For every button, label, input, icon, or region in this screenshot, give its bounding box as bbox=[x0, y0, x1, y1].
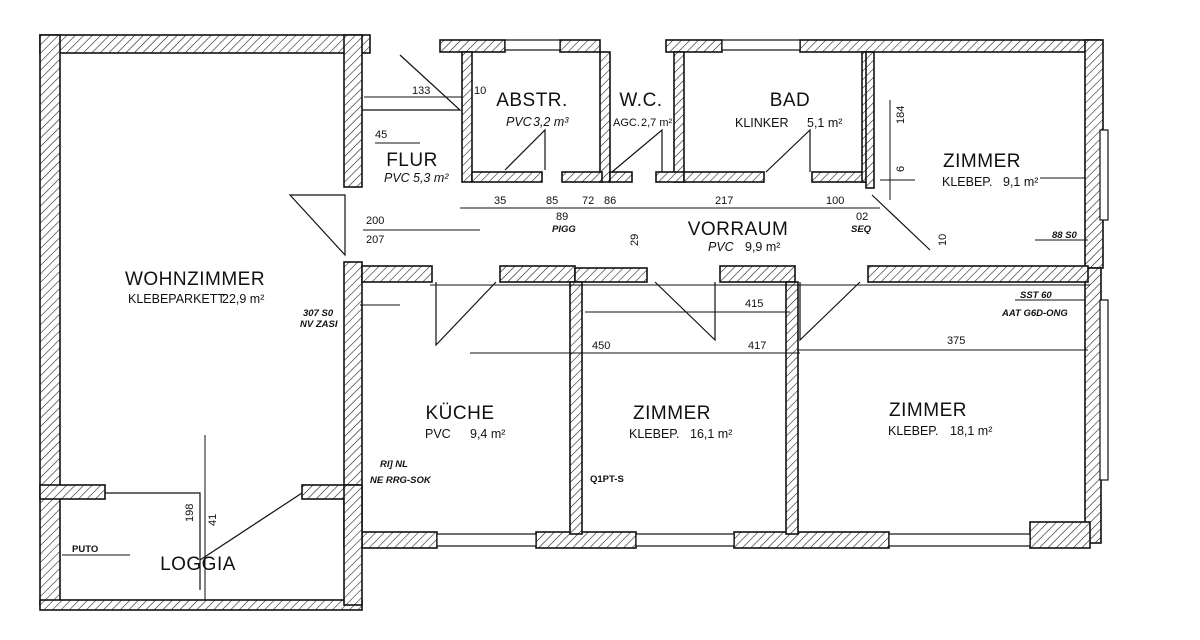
bad-area: 5,1 m² bbox=[807, 116, 842, 130]
kueche-name: KÜCHE bbox=[425, 403, 494, 424]
zimmer-mid-area: 16,1 m² bbox=[690, 427, 732, 441]
note-ri: RI] NL bbox=[380, 459, 408, 470]
dim-72: 72 bbox=[582, 195, 594, 207]
dim-88: 88 S0 bbox=[1052, 230, 1078, 241]
wohnzimmer-name: WOHNZIMMER bbox=[125, 269, 265, 290]
dimension-lines bbox=[62, 96, 1090, 600]
flur-name: FLUR bbox=[386, 150, 438, 171]
room-abstr: ABSTR. PVC 3,2 m³ bbox=[496, 90, 569, 129]
room-kueche: KÜCHE PVC 9,4 m² bbox=[425, 403, 505, 441]
wohnzimmer-floor: KLEBEPARKETT bbox=[128, 292, 225, 306]
vorraum-area: 9,9 m² bbox=[745, 240, 780, 254]
zimmer-ne-area: 9,1 m² bbox=[1003, 175, 1038, 189]
vorraum-floor: PVC bbox=[708, 240, 735, 254]
room-flur: FLUR PVC 5,3 m² bbox=[384, 150, 449, 185]
note-ne: NE RRG-SOK bbox=[370, 475, 432, 486]
dim-85: 85 bbox=[546, 195, 558, 207]
kueche-area: 9,4 m² bbox=[470, 427, 505, 441]
dim-415: 415 bbox=[745, 298, 763, 310]
vorraum-name: VORRAUM bbox=[688, 219, 789, 240]
dim-29: 29 bbox=[629, 234, 641, 246]
flur-floor: PVC bbox=[384, 171, 411, 185]
room-vorraum: VORRAUM PVC 9,9 m² bbox=[688, 219, 789, 254]
dim-375: 375 bbox=[947, 335, 965, 347]
plan-notes: 307 S0 NV ZASI SST 60 AAT G6D-ONG RI] NL… bbox=[72, 224, 1068, 555]
room-loggia: LOGGIA bbox=[160, 554, 236, 575]
zimmer-se-area: 18,1 m² bbox=[950, 424, 992, 438]
bad-floor: KLINKER bbox=[735, 116, 789, 130]
abstr-area: 3,2 m³ bbox=[533, 115, 569, 129]
dim-89: 89 bbox=[556, 211, 568, 223]
dim-200: 200 bbox=[366, 215, 384, 227]
note-aat: AAT G6D-ONG bbox=[1001, 308, 1068, 319]
dim-133: 133 bbox=[412, 85, 430, 97]
note-seg: SEQ bbox=[851, 224, 872, 235]
wc-name: W.C. bbox=[619, 90, 662, 111]
abstr-name: ABSTR. bbox=[496, 90, 568, 111]
dim-100: 100 bbox=[826, 195, 844, 207]
dim-86: 86 bbox=[604, 195, 616, 207]
loggia-name: LOGGIA bbox=[160, 554, 236, 575]
zimmer-mid-floor: KLEBEP. bbox=[629, 427, 680, 441]
room-zimmer-mid: ZIMMER KLEBEP. 16,1 m² bbox=[629, 403, 732, 441]
dim-10b: 10 bbox=[937, 234, 949, 246]
note-sst: SST 60 bbox=[1020, 290, 1052, 301]
note-pigg: PIGG bbox=[552, 224, 576, 235]
wc-area: 2,7 m² bbox=[641, 117, 673, 129]
room-zimmer-se: ZIMMER KLEBEP. 18,1 m² bbox=[888, 400, 992, 438]
kueche-floor: PVC bbox=[425, 427, 451, 441]
dim-02: 02 bbox=[856, 211, 868, 223]
flur-area: 5,3 m² bbox=[413, 171, 449, 185]
dim-184: 184 bbox=[895, 106, 907, 124]
note-q1: Q1PT-S bbox=[590, 474, 624, 485]
dim-207: 207 bbox=[366, 234, 384, 246]
dim-35: 35 bbox=[494, 195, 506, 207]
dim-10: 10 bbox=[474, 85, 486, 97]
dim-198: 198 bbox=[184, 504, 196, 522]
abstr-floor: PVC bbox=[506, 115, 533, 129]
dim-6: 6 bbox=[895, 166, 907, 172]
dim-217: 217 bbox=[715, 195, 733, 207]
zimmer-se-floor: KLEBEP. bbox=[888, 424, 939, 438]
room-zimmer-ne: ZIMMER KLEBEP. 9,1 m² bbox=[942, 151, 1038, 189]
room-bad: BAD KLINKER 5,1 m² bbox=[735, 90, 842, 130]
zimmer-ne-name: ZIMMER bbox=[943, 151, 1021, 172]
dimension-labels: 133 10 45 200 207 35 85 72 86 217 100 89… bbox=[184, 85, 1078, 526]
zimmer-se-name: ZIMMER bbox=[889, 400, 967, 421]
zimmer-mid-name: ZIMMER bbox=[633, 403, 711, 424]
note-puto: PUTO bbox=[72, 544, 98, 555]
door-swings bbox=[105, 54, 931, 590]
note-307: 307 S0 bbox=[303, 308, 334, 319]
dim-41: 41 bbox=[207, 514, 219, 526]
room-wohnzimmer: WOHNZIMMER KLEBEPARKETT 22,9 m² bbox=[125, 269, 265, 306]
wc-floor: AGC. bbox=[613, 117, 640, 129]
room-wc: W.C. AGC. 2,7 m² bbox=[613, 90, 673, 129]
dim-45: 45 bbox=[375, 129, 387, 141]
dim-450: 450 bbox=[592, 340, 610, 352]
bad-name: BAD bbox=[770, 90, 811, 111]
zimmer-ne-floor: KLEBEP. bbox=[942, 175, 993, 189]
wohnzimmer-area: 22,9 m² bbox=[222, 292, 264, 306]
note-zasi: NV ZASI bbox=[300, 319, 338, 330]
dim-417: 417 bbox=[748, 340, 766, 352]
windows bbox=[436, 39, 1109, 547]
